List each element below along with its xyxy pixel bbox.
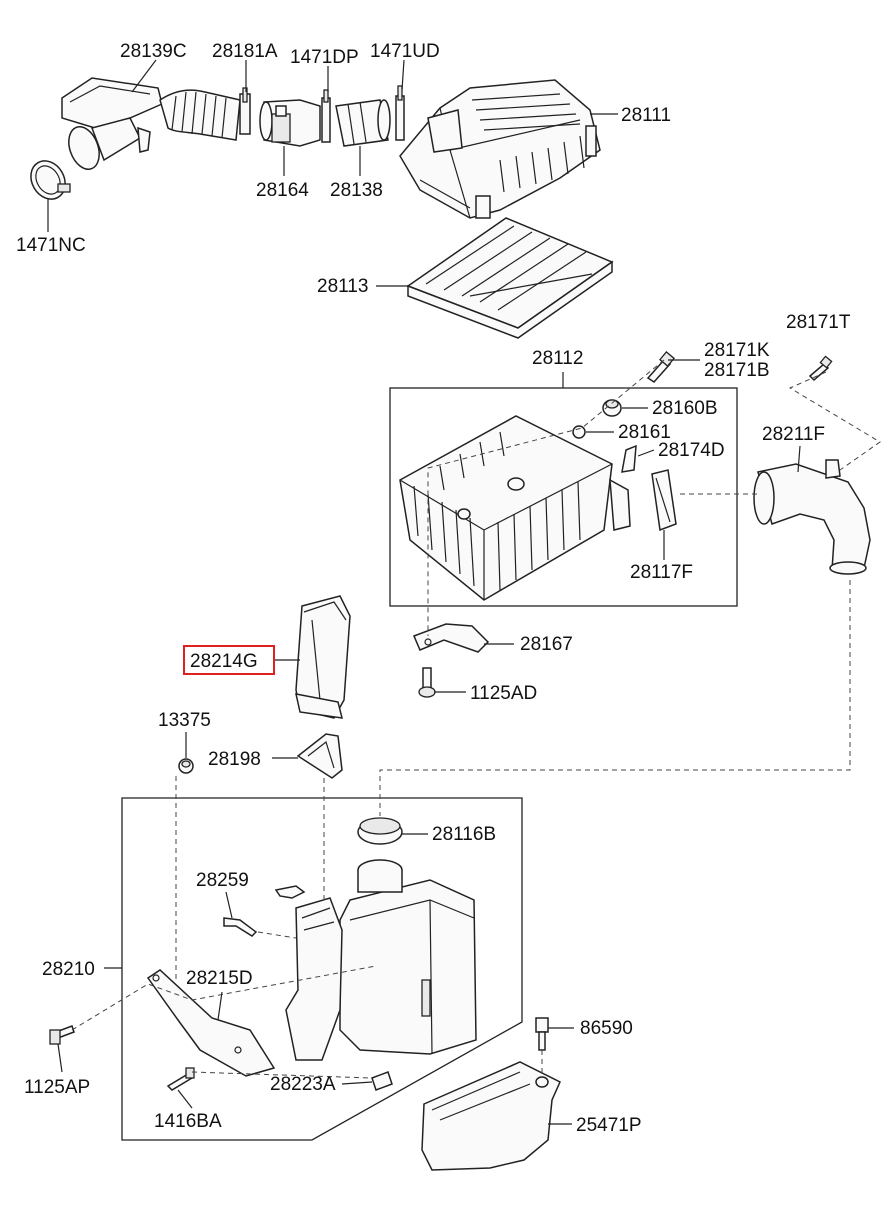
label-28161[interactable]: 28161 — [618, 422, 671, 443]
bolt-small[interactable] — [223, 917, 258, 937]
label-28181A[interactable]: 28181A — [212, 41, 278, 62]
hose-clamp-1471NC[interactable] — [24, 155, 72, 206]
intake-duct-28139C[interactable] — [61, 77, 163, 173]
dashed-connector — [257, 931, 297, 939]
air-flow-sensor-28164[interactable] — [259, 99, 321, 147]
resonator-28214G[interactable] — [295, 595, 351, 719]
grommet-28161[interactable] — [572, 425, 586, 439]
clip-28259[interactable] — [274, 885, 306, 899]
dashed-connector — [71, 965, 377, 1031]
bolt-86590[interactable] — [535, 1017, 549, 1051]
highlight-box — [183, 645, 275, 675]
label-28171T[interactable]: 28171T — [786, 312, 851, 333]
label-28111[interactable]: 28111 — [621, 105, 671, 126]
hose-clamp-1471DP[interactable] — [321, 89, 331, 143]
label-28174D[interactable]: 28174D — [658, 440, 725, 461]
clip-28174D[interactable] — [621, 444, 637, 473]
corrugated-hose[interactable] — [159, 89, 241, 141]
air-duct-28211F[interactable] — [753, 459, 871, 575]
label-28116B[interactable]: 28116B — [432, 824, 496, 845]
label-1471DP[interactable]: 1471DP — [290, 47, 359, 68]
label-28214G[interactable]: 28214G — [190, 651, 258, 672]
label-28164[interactable]: 28164 — [256, 180, 309, 201]
nut-13375[interactable] — [178, 758, 194, 774]
label-28112[interactable]: 28112 — [532, 348, 583, 369]
label-28117F[interactable]: 28117F — [630, 562, 693, 583]
gasket-28117F[interactable] — [651, 469, 677, 532]
label-1471NC[interactable]: 1471NC — [16, 235, 86, 256]
label-28210[interactable]: 28210 — [42, 959, 95, 980]
gasket-28198[interactable] — [296, 733, 343, 779]
bolt-1125AP[interactable] — [49, 1025, 75, 1045]
bolt-1125AD[interactable] — [418, 667, 436, 698]
cover-25471P[interactable] — [421, 1061, 561, 1171]
air-filter-element-28113[interactable] — [406, 217, 614, 339]
label-28138[interactable]: 28138 — [330, 180, 383, 201]
dashed-connector — [788, 371, 881, 471]
label-28167[interactable]: 28167 — [520, 634, 573, 655]
resonator-tank-28210[interactable] — [285, 859, 477, 1061]
air-cleaner-lower-body[interactable] — [399, 415, 631, 601]
leader-lines — [47, 59, 801, 1125]
label-28259[interactable]: 28259 — [196, 870, 249, 891]
label-28160B[interactable]: 28160B — [652, 398, 718, 419]
air-cleaner-cover-28111[interactable] — [399, 79, 601, 219]
bracket-28215D[interactable] — [146, 969, 276, 1077]
label-86590[interactable]: 86590 — [580, 1018, 633, 1039]
label-28139C[interactable]: 28139C — [120, 41, 187, 62]
bolt-28171T[interactable] — [808, 355, 833, 382]
label-28198[interactable]: 28198 — [208, 749, 261, 770]
label-1416BA[interactable]: 1416BA — [154, 1111, 222, 1132]
bracket-28167[interactable] — [413, 623, 490, 653]
label-25471P[interactable]: 25471P — [576, 1115, 642, 1136]
label-1125AD[interactable]: 1125AD — [470, 683, 537, 704]
label-28171B[interactable]: 28171B — [704, 360, 770, 381]
fastener-1416BA[interactable] — [166, 1067, 195, 1091]
hose-clamp-1471UD[interactable] — [395, 85, 405, 141]
clip-28223A[interactable] — [371, 1071, 393, 1091]
bolt-28171K[interactable] — [646, 351, 675, 383]
label-1125AP[interactable]: 1125AP — [24, 1077, 90, 1098]
label-28223A[interactable]: 28223A — [270, 1074, 336, 1095]
label-13375[interactable]: 13375 — [158, 710, 211, 731]
label-28215D[interactable]: 28215D — [186, 968, 253, 989]
label-1471UD[interactable]: 1471UD — [370, 41, 440, 62]
cap-28116B[interactable] — [357, 817, 403, 845]
air-hose-28138[interactable] — [335, 99, 391, 147]
dashed-connector — [379, 580, 851, 816]
dashed-connector — [191, 1071, 373, 1079]
resonator-group-box — [121, 797, 523, 1141]
label-28171K[interactable]: 28171K — [704, 340, 770, 361]
label-28113[interactable]: 28113 — [317, 276, 368, 297]
grommet-28160B[interactable] — [602, 399, 622, 417]
label-28211F[interactable]: 28211F — [762, 424, 825, 445]
hose-clamp-28181A[interactable] — [239, 87, 251, 135]
